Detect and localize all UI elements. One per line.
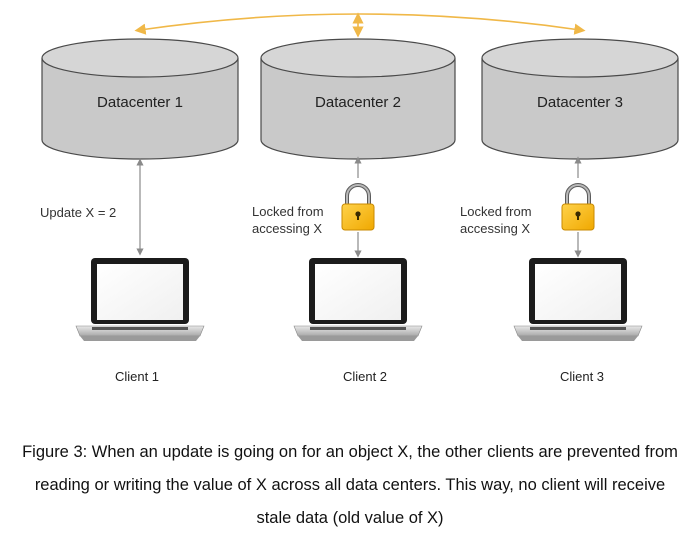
datacenter-3-label: Datacenter 3	[537, 94, 623, 111]
figure-caption: Figure 3: When an update is going on for…	[22, 443, 678, 527]
laptop-icon	[293, 258, 423, 341]
padlock-icon	[561, 183, 595, 231]
client-2-annotation-line-1: Locked from	[252, 204, 324, 219]
client-3-annotation-line-2: accessing X	[460, 221, 530, 236]
client-1-label: Client 1	[115, 369, 159, 384]
client-2-annotation-line-2: accessing X	[252, 221, 322, 236]
client-1-annotation: Update X = 2	[40, 205, 116, 220]
client-3-annotation-line-1: Locked from	[460, 204, 532, 219]
sync-arrows	[134, 12, 586, 38]
datacenter-1-label: Datacenter 1	[97, 94, 183, 111]
laptop-icon	[513, 258, 643, 341]
datacenter-1: Datacenter 1	[41, 38, 239, 160]
client-2-label: Client 2	[343, 369, 387, 384]
client-3-label: Client 3	[560, 369, 604, 384]
datacenter-3: Datacenter 3	[481, 38, 679, 160]
datacenter-2-label: Datacenter 2	[315, 94, 401, 111]
laptop-icon	[75, 258, 205, 341]
replication-diagram: Datacenter 1 Datacenter 2 Datacenter 3	[40, 12, 679, 384]
padlock-icon	[341, 183, 375, 231]
datacenter-2: Datacenter 2	[260, 38, 456, 160]
